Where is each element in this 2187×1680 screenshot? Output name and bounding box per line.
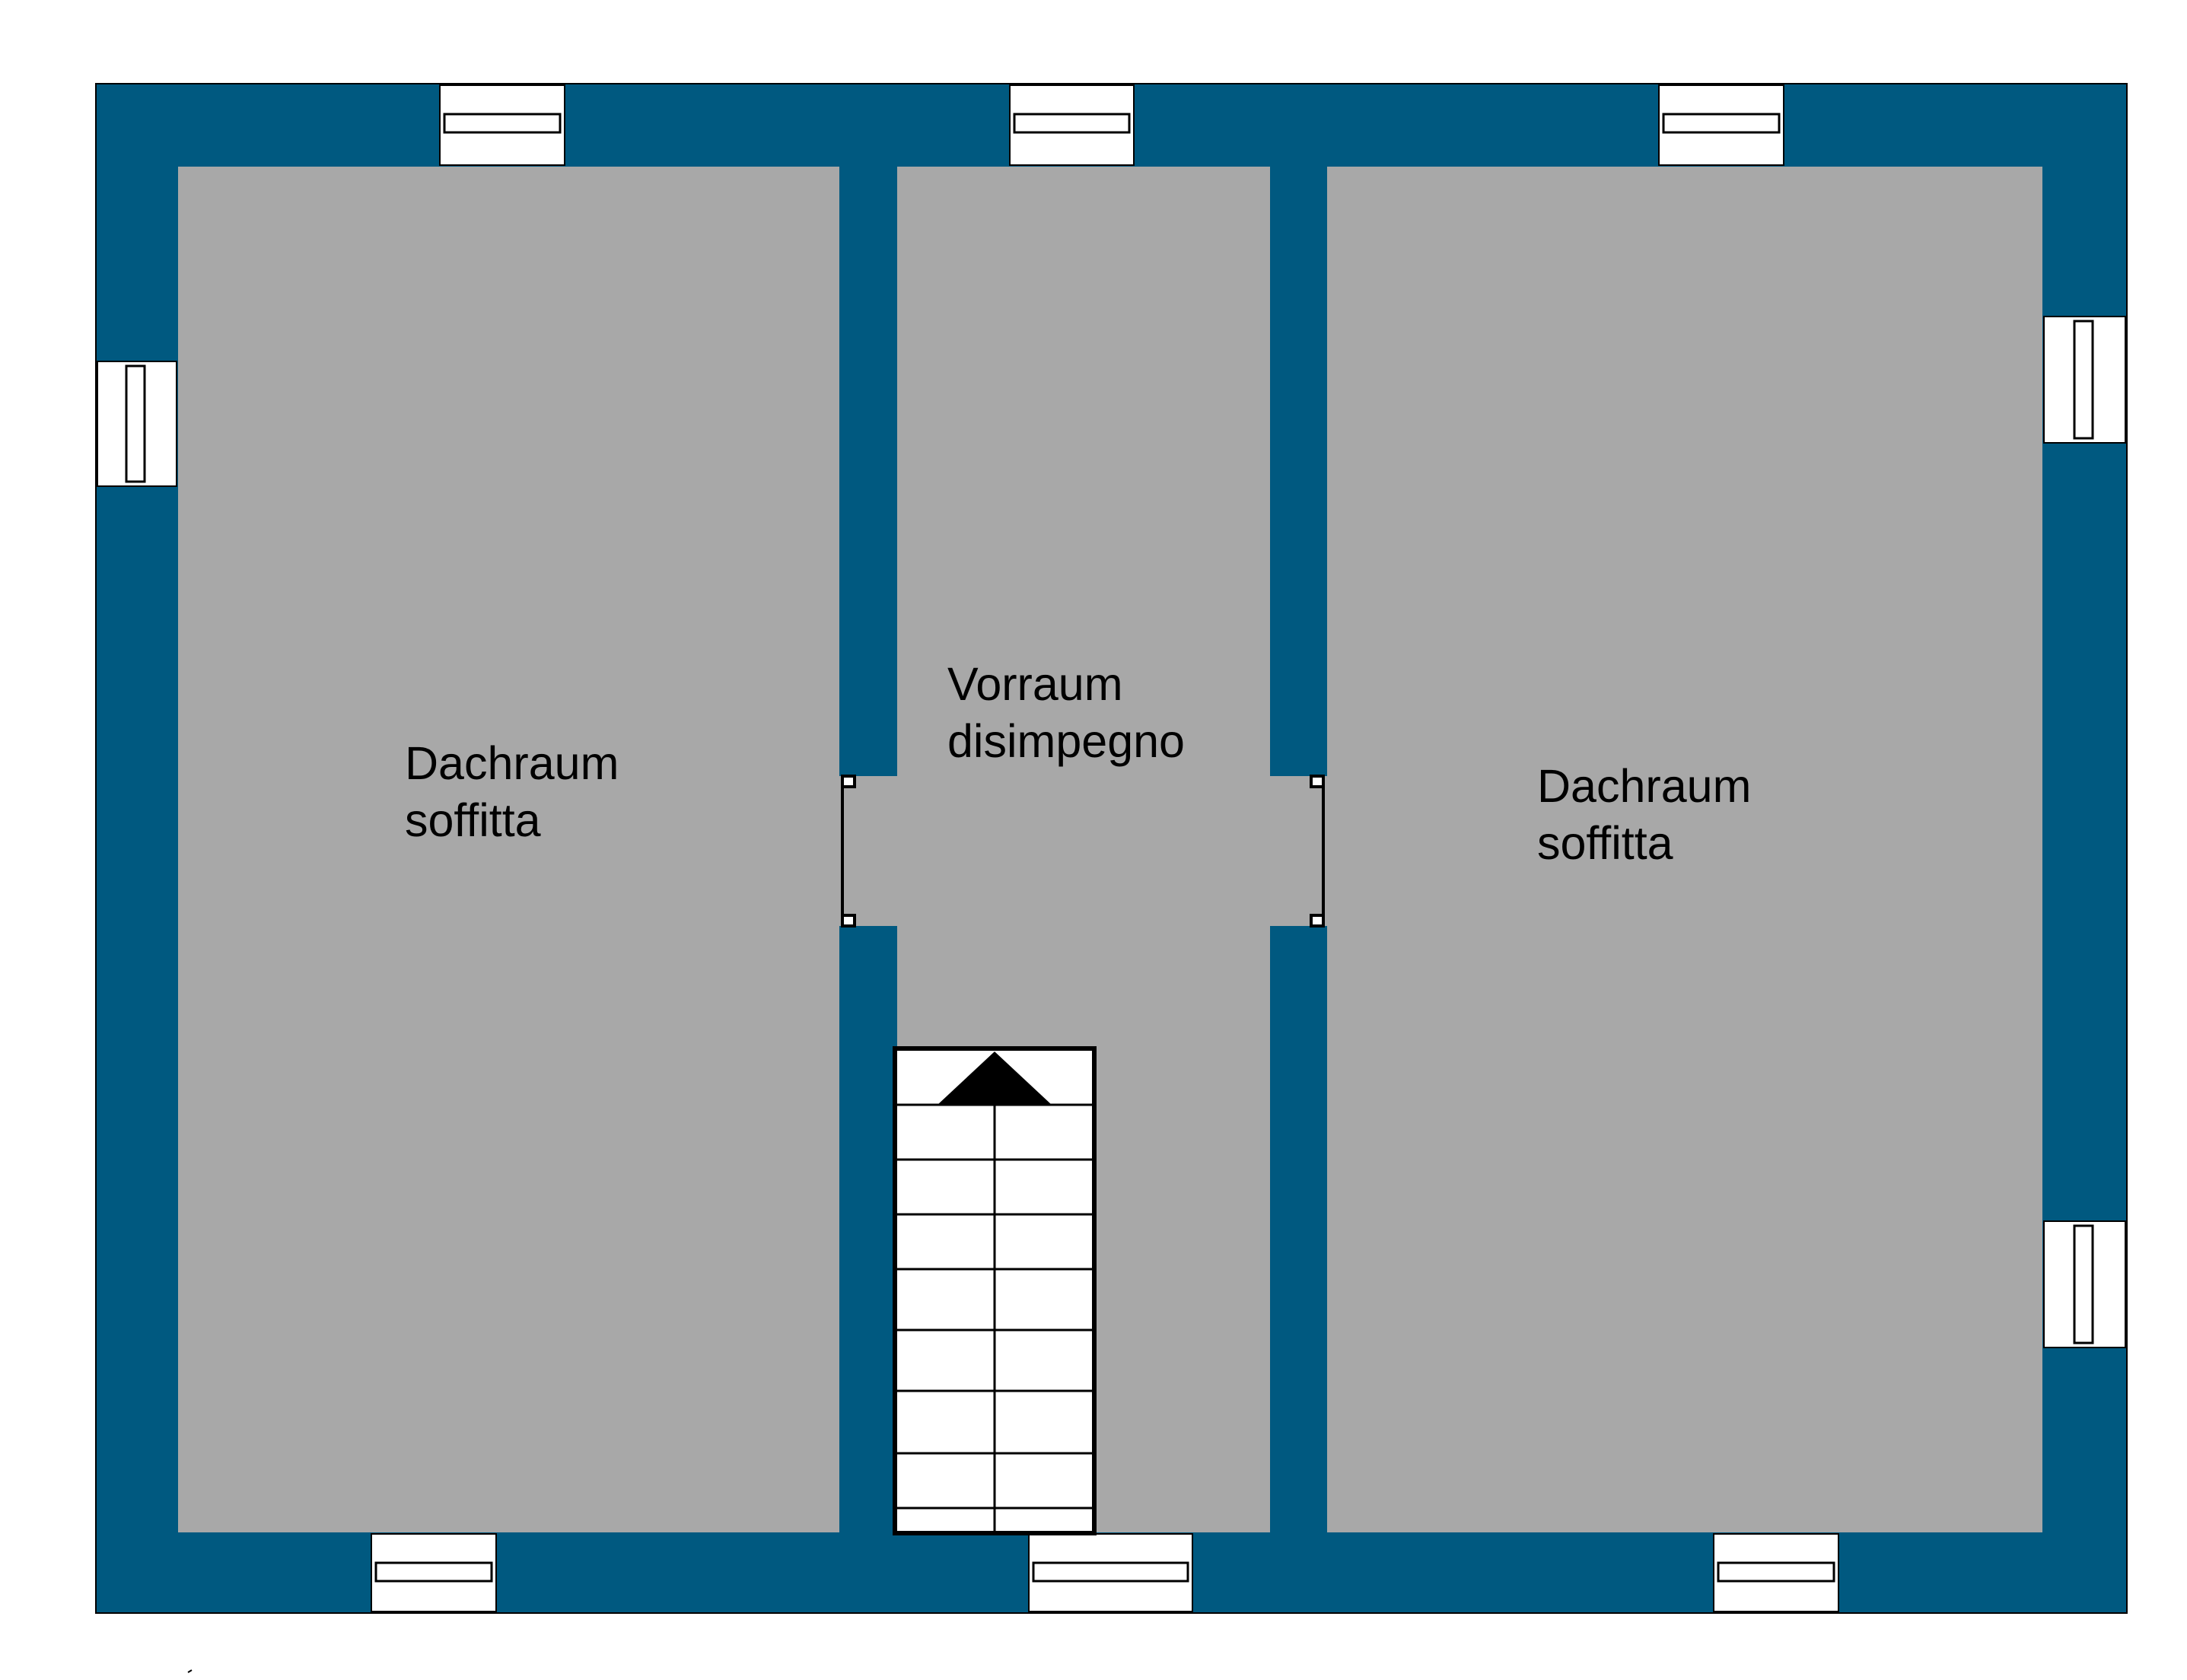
window-right-lower	[2043, 1220, 2126, 1348]
room-label-right: Dachraum soffitta	[1537, 760, 1764, 869]
window-bottom-right	[1713, 1533, 1839, 1612]
staircase	[893, 1046, 1097, 1535]
window-bottom-center	[1028, 1533, 1193, 1612]
room-name-it: soffitta	[405, 794, 541, 846]
door-frame-left	[841, 775, 856, 928]
room-name-it: soffitta	[1537, 817, 1673, 869]
room-floor-left	[178, 167, 839, 1532]
room-label-center: Vorraum disimpegno	[947, 658, 1185, 767]
room-name-de: Dachraum	[1537, 760, 1751, 812]
doorway-right	[1270, 776, 1327, 926]
window-top-left	[439, 84, 565, 166]
room-floor-right	[1327, 167, 2042, 1532]
stair-up-arrow-icon	[938, 1052, 1052, 1105]
room-name-de: Vorraum	[947, 658, 1123, 710]
room-name-it: disimpegno	[947, 715, 1185, 767]
doorway-left	[839, 776, 897, 926]
room-label-left: Dachraum soffitta	[405, 737, 632, 846]
room-name-de: Dachraum	[405, 737, 619, 789]
door-frame-right	[1310, 775, 1325, 928]
window-left-side	[97, 361, 177, 487]
window-right-upper	[2043, 316, 2126, 444]
stray-mark	[187, 1669, 193, 1673]
window-bottom-left	[371, 1533, 497, 1612]
window-top-right	[1658, 84, 1784, 166]
window-top-center	[1009, 84, 1135, 166]
